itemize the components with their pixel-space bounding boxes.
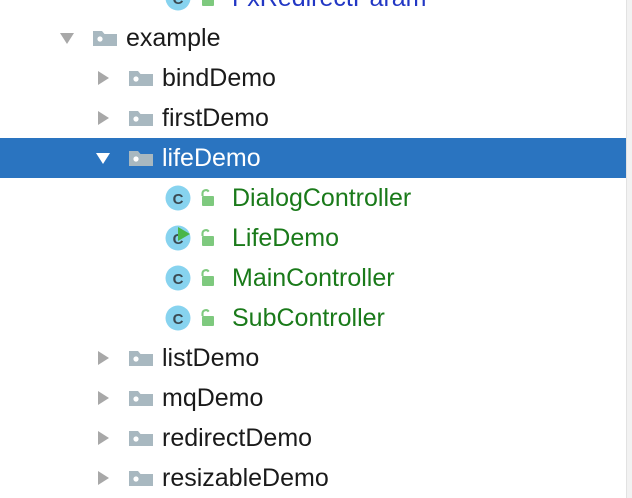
tree-row[interactable]: C FxRedirectParam — [0, 0, 626, 18]
tree-row[interactable]: redirectDemo — [0, 418, 626, 458]
tree-row-label: MainController — [232, 264, 395, 292]
tree-row-label: mqDemo — [162, 384, 264, 412]
chevron-right-icon[interactable] — [92, 458, 114, 498]
tree-row-label: DialogController — [232, 184, 412, 212]
tree-row[interactable]: example — [0, 18, 626, 58]
tree-row[interactable]: bindDemo — [0, 58, 626, 98]
class-icon-wrapper: C — [165, 185, 191, 211]
chevron-down-icon[interactable] — [92, 138, 114, 178]
folder-icon — [128, 338, 156, 378]
svg-text:C: C — [173, 311, 184, 328]
class-icon: C — [165, 218, 193, 258]
tree-row-label: bindDemo — [162, 64, 276, 92]
twisty-triangle — [97, 471, 109, 485]
chevron-right-icon[interactable] — [92, 98, 114, 138]
folder-icon — [128, 98, 156, 138]
unlocked-padlock-icon — [196, 298, 218, 338]
svg-text:C: C — [173, 0, 184, 8]
tree-row[interactable]: listDemo — [0, 338, 626, 378]
tree-row[interactable]: C LifeDemo — [0, 218, 626, 258]
folder-icon — [128, 458, 156, 498]
tree-row-label: firstDemo — [162, 104, 269, 132]
folder-icon — [92, 18, 120, 58]
tree-row[interactable]: C SubController — [0, 298, 626, 338]
tree-row-label: listDemo — [162, 344, 260, 372]
tree-row-label: redirectDemo — [162, 424, 313, 452]
tree-row[interactable]: mqDemo — [0, 378, 626, 418]
class-icon: C — [165, 258, 193, 298]
unlocked-padlock-icon — [196, 258, 218, 298]
folder-icon — [128, 418, 156, 458]
twisty-triangle — [97, 351, 109, 365]
twisty-triangle — [96, 152, 110, 164]
twisty-triangle — [97, 391, 109, 405]
folder-icon — [128, 378, 156, 418]
class-icon-wrapper: C — [165, 0, 191, 11]
tree-row[interactable]: C MainController — [0, 258, 626, 298]
folder-icon — [128, 138, 156, 178]
twisty-triangle — [97, 71, 109, 85]
twisty-triangle — [97, 111, 109, 125]
svg-text:C: C — [173, 191, 184, 208]
tree-row-label: example — [126, 24, 221, 52]
class-icon: C — [165, 0, 193, 18]
unlocked-padlock-icon — [196, 0, 218, 18]
unlocked-padlock-icon — [196, 218, 218, 258]
chevron-right-icon[interactable] — [92, 378, 114, 418]
twisty-triangle — [60, 32, 74, 44]
chevron-right-icon[interactable] — [92, 418, 114, 458]
tree-row[interactable]: C DialogController — [0, 178, 626, 218]
tree-row-label: FxRedirectParam — [232, 0, 427, 18]
class-icon-wrapper: C — [165, 265, 191, 291]
unlocked-padlock-icon — [196, 178, 218, 218]
tree-row[interactable]: firstDemo — [0, 98, 626, 138]
tree-row-label: SubController — [232, 304, 385, 332]
folder-icon — [128, 58, 156, 98]
tree-row-label: LifeDemo — [232, 224, 339, 252]
chevron-down-icon[interactable] — [56, 18, 78, 58]
class-icon-wrapper: C — [165, 225, 191, 251]
run-arrow-icon[interactable] — [178, 227, 190, 241]
svg-text:C: C — [173, 271, 184, 288]
chevron-right-icon[interactable] — [92, 338, 114, 378]
tree-row-label: resizableDemo — [162, 464, 329, 492]
chevron-right-icon[interactable] — [92, 58, 114, 98]
class-icon: C — [165, 178, 193, 218]
tree-row[interactable]: resizableDemo — [0, 458, 626, 498]
tree-row-label: lifeDemo — [162, 144, 261, 172]
class-icon: C — [165, 298, 193, 338]
tree-row[interactable]: lifeDemo — [0, 138, 626, 178]
twisty-triangle — [97, 431, 109, 445]
class-icon-wrapper: C — [165, 305, 191, 331]
panel-right-gutter — [626, 0, 632, 498]
